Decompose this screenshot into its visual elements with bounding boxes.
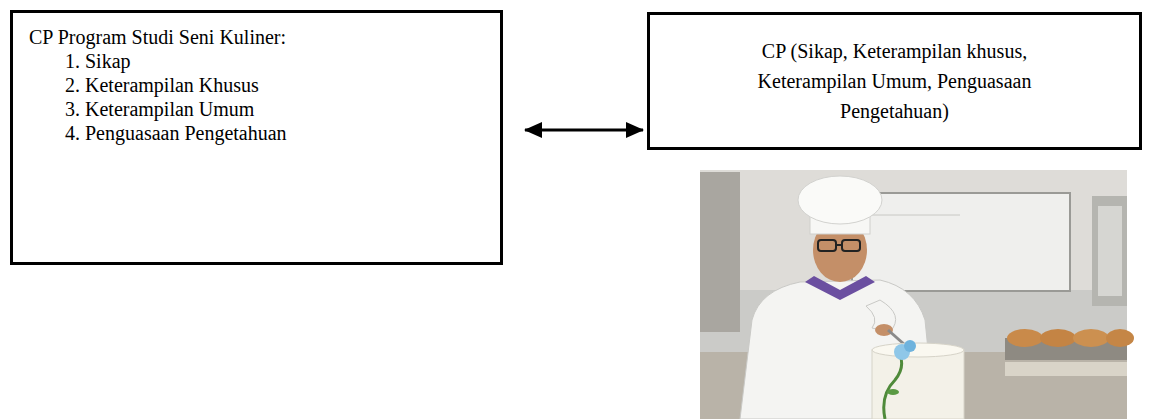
box-text: CP Program Studi Seni Kuliner: — [29, 25, 484, 49]
list-item: 3. Keterampilan Umum — [29, 97, 484, 121]
outcome-list-box: CP Program Studi Seni Kuliner:1. Sikap2.… — [10, 10, 503, 265]
list-item: 1. Sikap — [29, 49, 484, 73]
double-arrow — [525, 129, 643, 132]
outcome-box: CP (Sikap, Keterampilan khusus, Keteramp… — [647, 12, 1142, 150]
list-item: 4. Penguasaan Pengetahuan — [29, 121, 484, 145]
list-item: 2. Keterampilan Khusus — [29, 73, 484, 97]
box-text: CP (Sikap, Keterampilan khusus, Keteramp… — [755, 36, 1035, 126]
